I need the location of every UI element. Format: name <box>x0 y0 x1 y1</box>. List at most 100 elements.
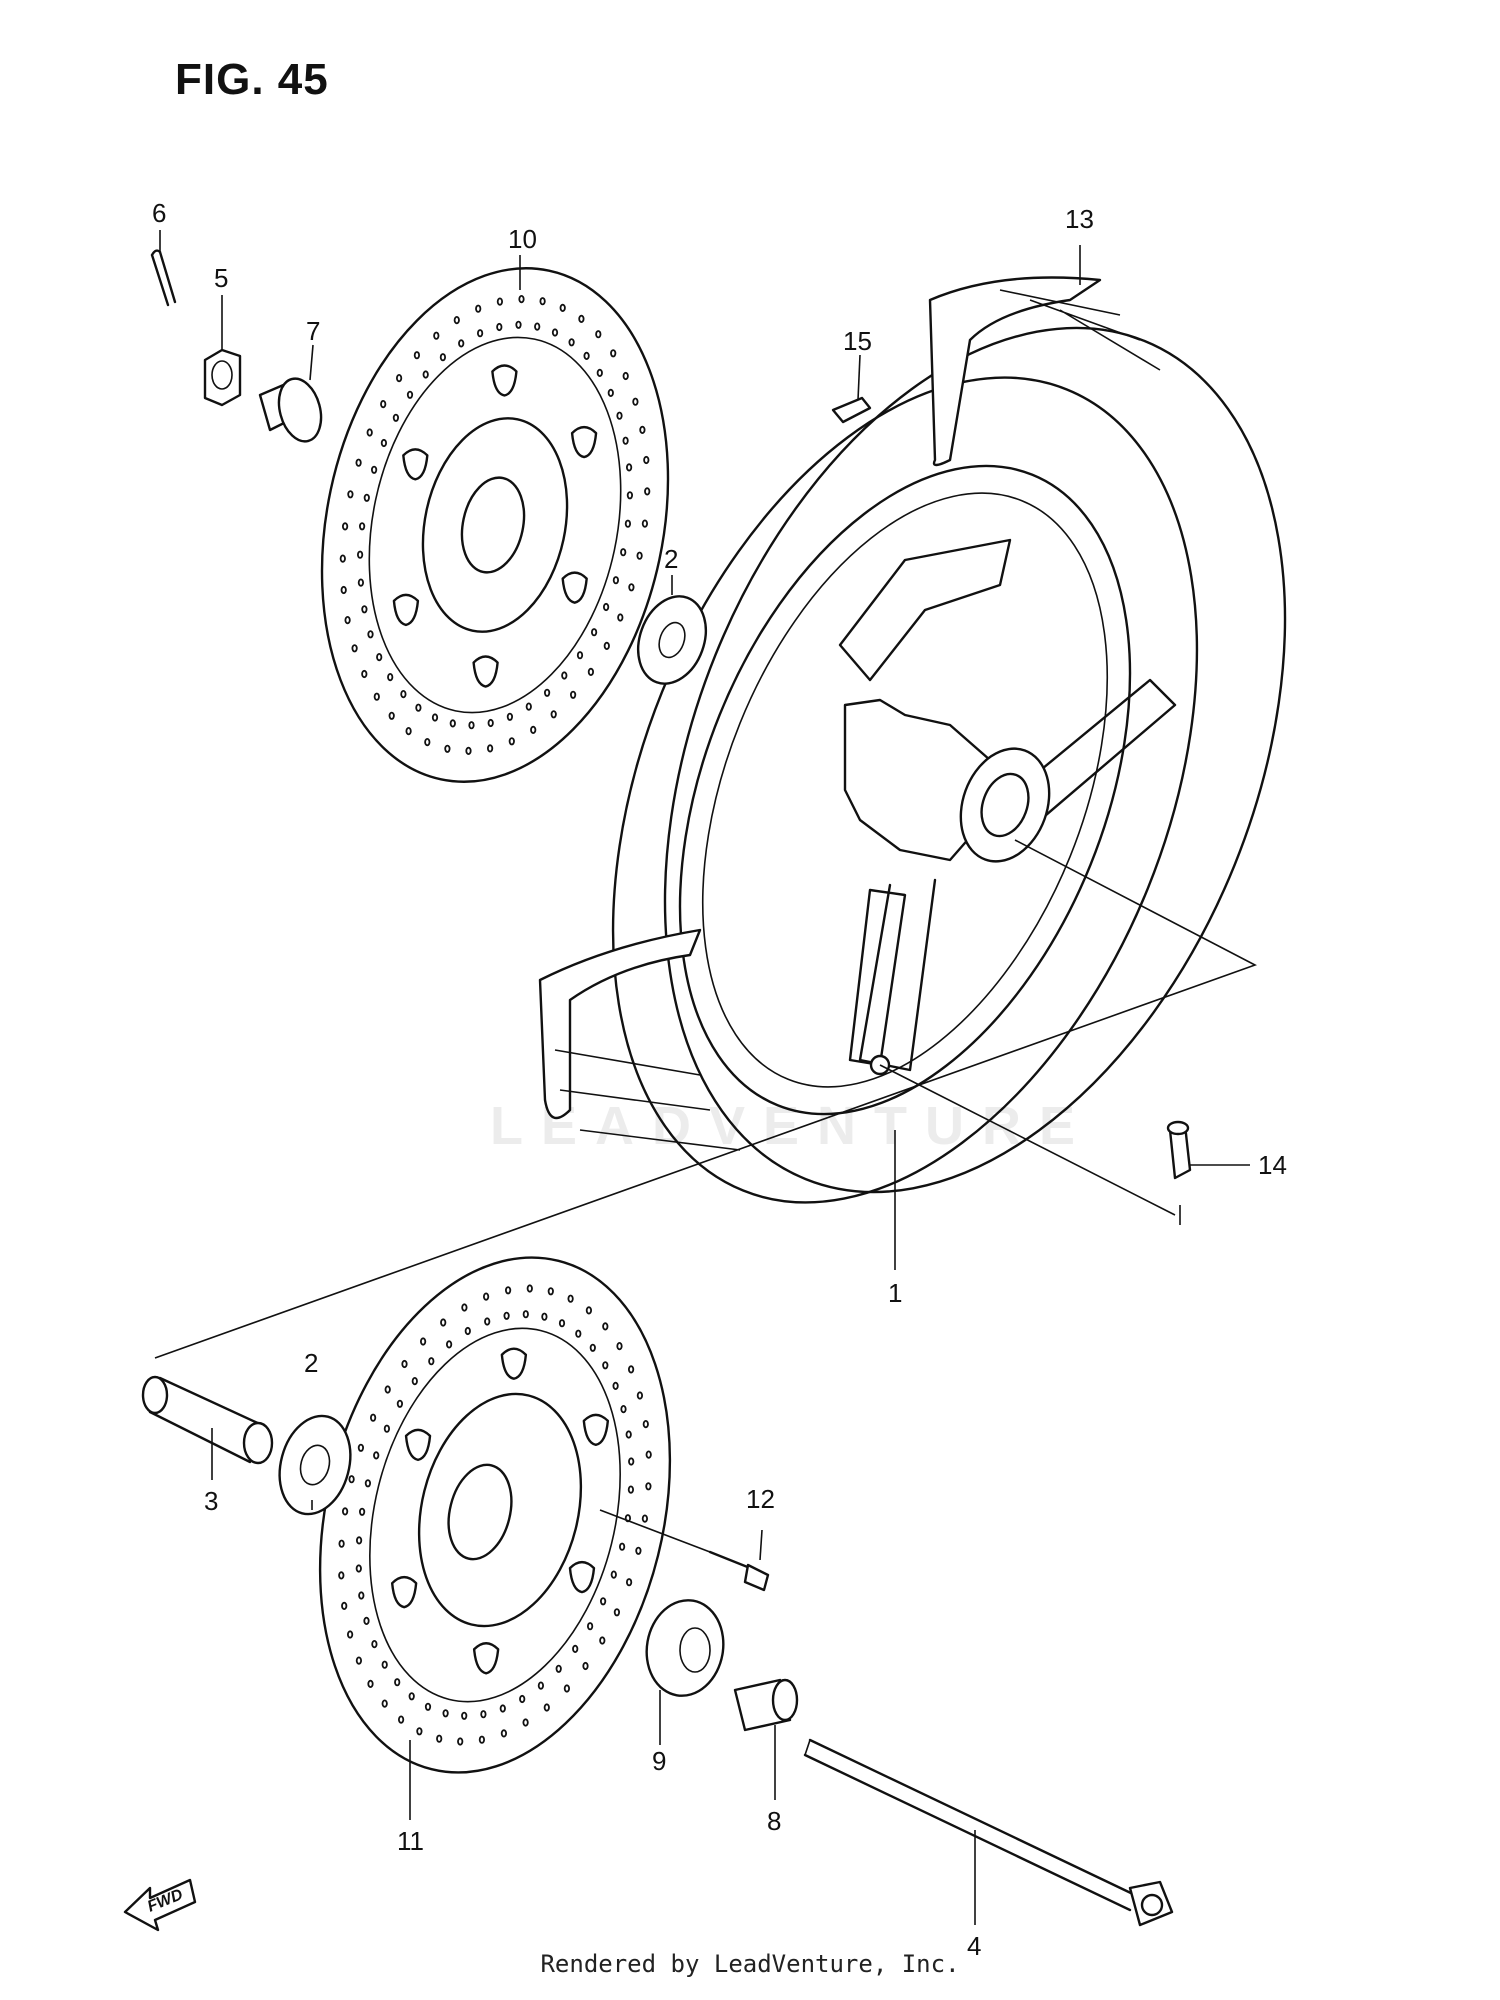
axle-spacer[interactable] <box>733 1678 799 1732</box>
disc-hole <box>504 1286 512 1295</box>
disc-hole <box>628 1457 635 1466</box>
disc-hole <box>582 1661 589 1671</box>
bolt-reference-line <box>599 1509 711 1553</box>
reference-line <box>154 839 1257 1359</box>
disc-hole <box>515 320 522 329</box>
disc-hole <box>367 630 374 639</box>
disc-hole <box>500 1729 507 1738</box>
callout-14: 14 <box>1258 1150 1287 1180</box>
disc-hole <box>534 322 541 331</box>
disc-hole <box>586 1622 594 1631</box>
disc-hole <box>625 1578 633 1587</box>
disc-hole <box>526 1284 533 1293</box>
disc-hole <box>468 721 475 730</box>
callout-12: 12 <box>746 1484 775 1514</box>
disc-window <box>570 425 598 459</box>
disc-hole <box>400 689 407 699</box>
disc-hole <box>373 1451 380 1460</box>
collar[interactable] <box>258 374 328 446</box>
disc-window <box>472 655 499 688</box>
disc-hole <box>431 713 439 722</box>
disc-hole <box>392 413 399 422</box>
disc-hole <box>543 688 551 697</box>
disc-hole <box>558 1319 566 1328</box>
callout-7: 7 <box>306 316 320 346</box>
disc-hole <box>551 328 559 337</box>
disc-window <box>390 1575 418 1609</box>
disc-hole <box>541 1312 548 1321</box>
disc-hole <box>484 1317 491 1326</box>
disc-hole <box>602 602 610 612</box>
disc-hole <box>583 351 590 360</box>
callout-13: 13 <box>1065 204 1094 234</box>
disc-hole <box>356 550 364 559</box>
disc-hole <box>585 1306 593 1315</box>
disc-hole <box>602 1361 609 1370</box>
disc-hole <box>381 1660 388 1669</box>
disc-hole <box>381 1699 388 1708</box>
dust-seal[interactable] <box>639 1594 731 1702</box>
disc-hole <box>369 1413 377 1422</box>
disc-hole <box>589 1343 596 1352</box>
disc-hole <box>358 1591 365 1600</box>
disc-hole <box>613 1608 621 1617</box>
disc-hole <box>636 1391 644 1400</box>
disc-window <box>491 364 518 397</box>
disc-hole <box>347 490 354 499</box>
disc-hole <box>428 1357 435 1366</box>
disc-hole <box>383 1424 390 1433</box>
disc-hole <box>444 744 451 753</box>
brake-disc-lower[interactable] <box>269 1220 722 1810</box>
disc-hole <box>602 1322 609 1331</box>
disc-hole <box>486 744 494 753</box>
callout-11: 11 <box>397 1826 424 1856</box>
disc-window <box>582 1413 610 1447</box>
disc-hole <box>567 1294 574 1303</box>
tire-valve[interactable] <box>1166 1120 1192 1180</box>
disc-hole <box>433 331 440 340</box>
disc-hole <box>413 351 420 360</box>
bearing-upper[interactable] <box>627 587 718 693</box>
wheel-assembly[interactable] <box>500 236 1404 1289</box>
cotter-pin[interactable] <box>150 249 177 307</box>
valve-cap[interactable] <box>831 396 872 424</box>
disc-hole <box>612 1381 619 1391</box>
disc-hole <box>388 711 395 720</box>
disc-hole <box>358 522 366 531</box>
disc-hole <box>603 641 610 651</box>
disc-hole <box>616 411 623 420</box>
disc-hole <box>628 583 635 592</box>
callout-6: 6 <box>152 198 166 228</box>
disc-hole <box>506 712 513 721</box>
disc-hole <box>618 1542 626 1551</box>
disc-hole <box>358 1507 366 1516</box>
disc-hole <box>632 397 639 406</box>
disc-hole <box>465 746 472 756</box>
disc-hole <box>590 628 598 637</box>
bearing-lower[interactable] <box>269 1408 361 1522</box>
disc-hole <box>355 1536 363 1545</box>
disc-hole <box>366 428 373 437</box>
disc-hole <box>622 436 629 445</box>
disc-hole <box>415 703 422 712</box>
disc-hole <box>643 455 650 465</box>
disc-hole <box>370 465 378 474</box>
disc-hole <box>530 725 537 735</box>
disc-hole <box>424 737 431 747</box>
disc-hole <box>522 1310 529 1319</box>
disc-window <box>472 1642 500 1675</box>
disc-hole <box>338 1539 345 1548</box>
spacer[interactable] <box>141 1375 274 1465</box>
disc-hole <box>543 1703 550 1712</box>
figure-title: FIG. 45 <box>175 55 329 104</box>
brake-disc-upper[interactable] <box>277 236 714 814</box>
disc-hole <box>478 1735 485 1744</box>
disc-hole <box>405 726 412 736</box>
disc-hole <box>482 1292 490 1301</box>
axle-nut[interactable] <box>203 348 242 407</box>
front-axle[interactable] <box>803 1738 1174 1927</box>
footer-credit: Rendered by LeadVenture, Inc. <box>540 1950 960 1978</box>
disc-hole <box>338 1571 345 1580</box>
disc-hole <box>344 615 351 625</box>
disc-bolt[interactable] <box>708 1550 770 1592</box>
